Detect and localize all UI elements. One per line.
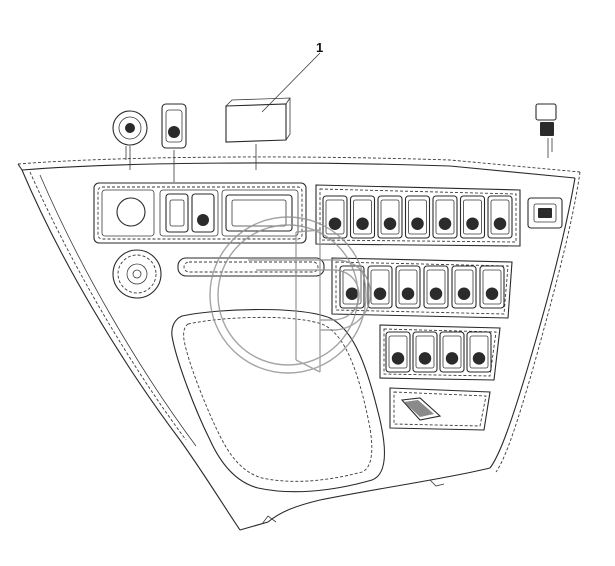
rocker-switch [395, 265, 421, 309]
rocker-switch [385, 331, 411, 373]
center-cavity [171, 308, 385, 493]
exploded-rocker-switch [161, 103, 187, 182]
lever-housing [389, 387, 491, 431]
slot-vent [177, 257, 325, 277]
top-row-switches [322, 195, 513, 239]
rocker-switch [404, 195, 431, 239]
rocker-switch [439, 331, 465, 373]
rocker-switch [377, 195, 403, 239]
rocker-switch [466, 331, 492, 373]
rocker-switch-pair-left [165, 193, 215, 233]
middle-row-switches [339, 265, 505, 309]
rocker-switch [349, 195, 376, 239]
right-switch-bank-top [315, 184, 521, 247]
single-switch-right [527, 197, 563, 229]
right-switch-bank-middle [331, 257, 513, 319]
rocker-switch [432, 195, 458, 239]
top-left-housing [93, 182, 307, 244]
watermark-logo [209, 216, 371, 374]
exploded-small-switch [535, 103, 557, 158]
rocker-switch [479, 265, 505, 309]
right-switch-bank-lower [379, 324, 501, 381]
rocker-switch [451, 265, 477, 309]
exploded-module-part-1 [225, 97, 291, 170]
exploded-knob [112, 110, 148, 170]
rocker-switch [487, 195, 513, 239]
callout-leader-line [261, 52, 321, 113]
rocker-switch [322, 195, 348, 239]
lower-row-switches [385, 331, 492, 373]
rocker-switch [423, 265, 449, 309]
callout-label: 1 [316, 40, 324, 55]
rotary-knob [112, 249, 162, 299]
panel-outline [17, 156, 581, 531]
rocker-switch [459, 195, 486, 239]
rocker-switch [367, 265, 393, 309]
rocker-switch [412, 331, 438, 373]
